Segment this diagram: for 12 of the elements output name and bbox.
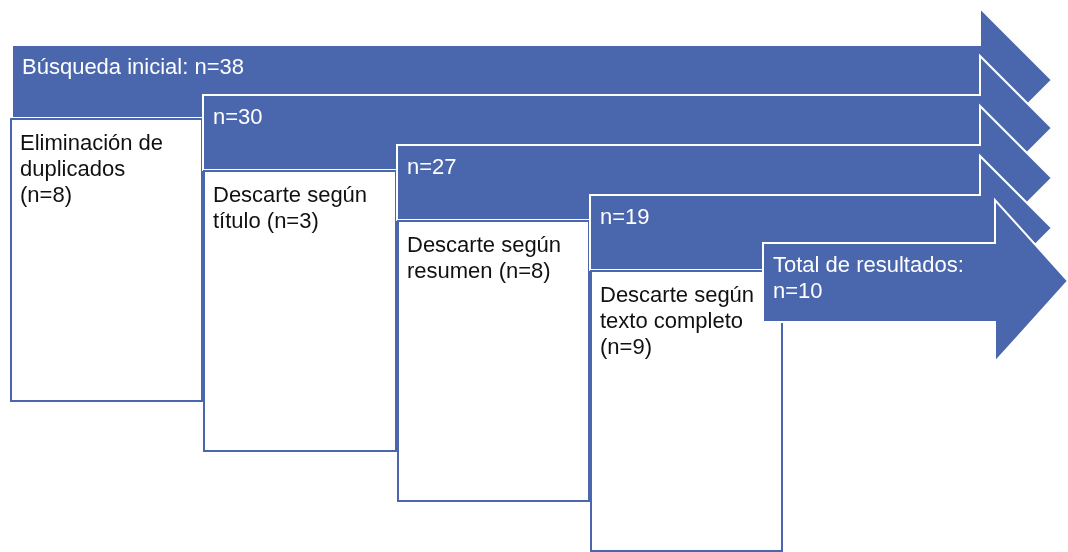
step-box: [397, 220, 590, 502]
arrow-label: Total de resultados: n=10: [773, 252, 965, 304]
arrow-label: n=19: [600, 204, 650, 230]
step-text: Descarte según resumen (n=8): [407, 232, 562, 284]
step-text: Descarte según título (n=3): [213, 182, 368, 234]
arrow-label: n=27: [407, 154, 457, 180]
step-text: Eliminación de duplicados (n=8): [20, 130, 165, 208]
step-box: [203, 170, 397, 452]
step-box: [10, 118, 203, 402]
arrow-label: n=30: [213, 104, 263, 130]
step-text: Descarte según texto completo (n=9): [600, 282, 755, 360]
arrow-label: Búsqueda inicial: n=38: [22, 54, 244, 80]
